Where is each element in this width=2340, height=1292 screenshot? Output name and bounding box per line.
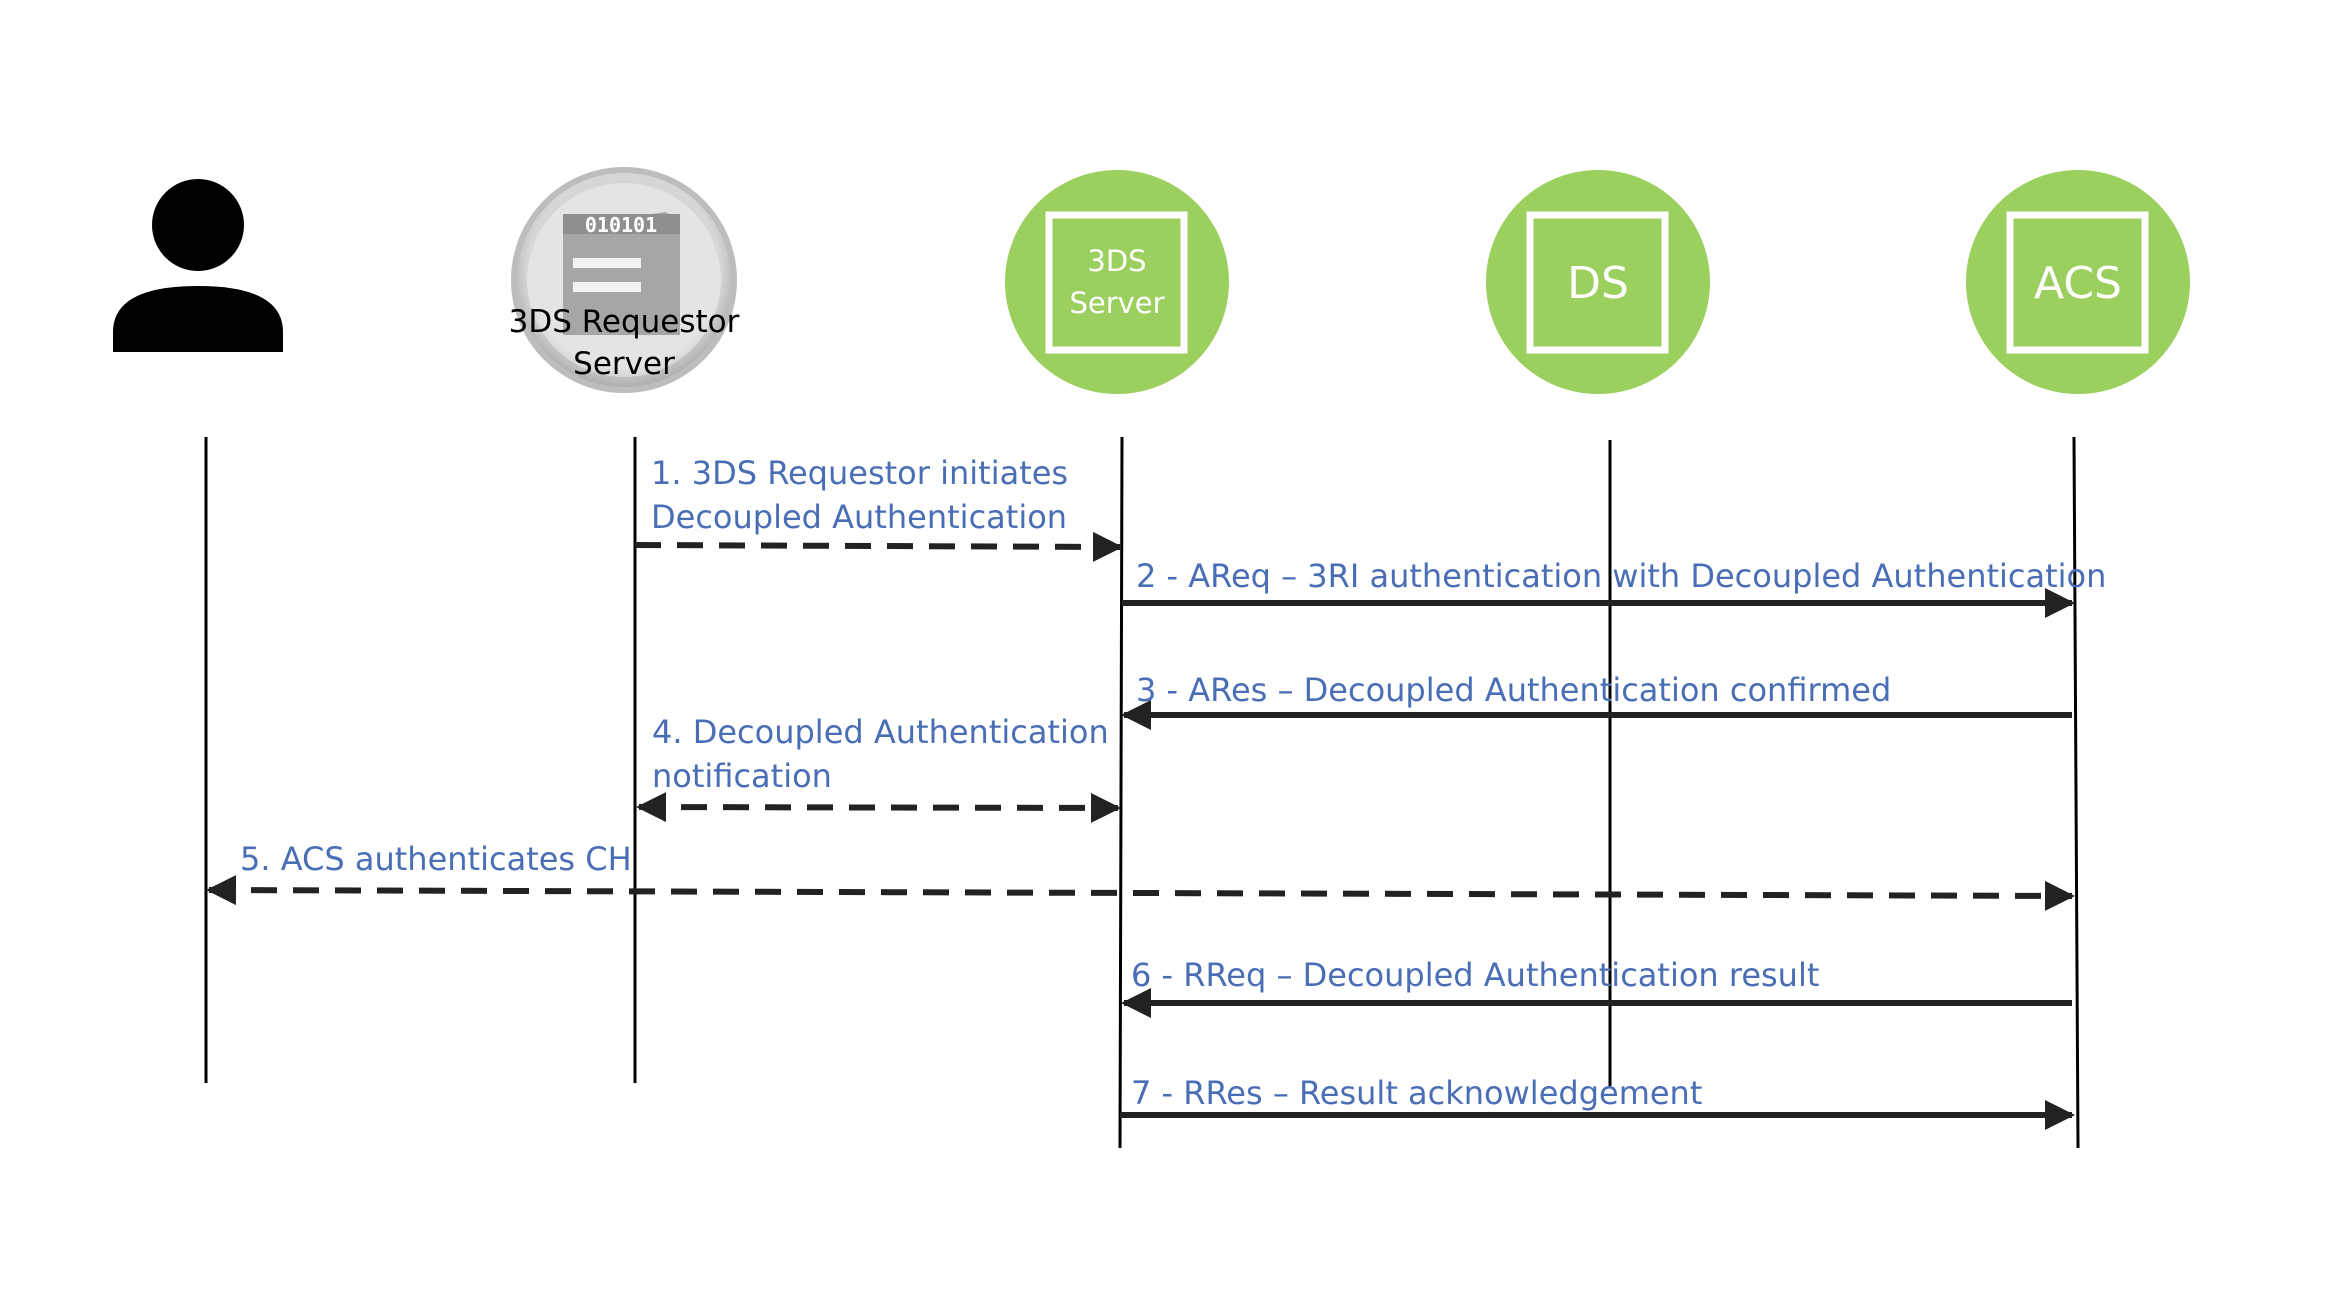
message-1-arrow <box>634 531 1123 562</box>
server-icon: 010101 <box>563 212 680 335</box>
message-2-label: 2 - AReq – 3RI authentication with Decou… <box>1136 557 2106 595</box>
acs-node: ACS <box>1966 170 2190 394</box>
lifeline-acs <box>2072 436 2080 1149</box>
three-ds-server-node: 3DS Server <box>1005 170 1229 394</box>
three-ds-server-line2: Server <box>1069 286 1164 320</box>
requestor-server-node: 010101 3DS Requestor Server <box>509 167 740 393</box>
message-4-label-line1: 4. Decoupled Authentication <box>652 713 1109 751</box>
message-4-label-line2: notification <box>652 757 832 795</box>
message-3-label: 3 - ARes – Decoupled Authentication conf… <box>1136 671 1891 709</box>
ds-node: DS <box>1486 170 1710 394</box>
three-ds-server-line1: 3DS <box>1087 244 1146 278</box>
message-4-arrow <box>636 792 1121 823</box>
server-chip-text: 010101 <box>585 213 657 237</box>
requestor-label-line1: 3DS Requestor <box>509 304 740 340</box>
person-icon <box>113 179 283 352</box>
message-5-arrow <box>206 875 2075 911</box>
lifeline-three-ds-server <box>1118 436 1124 1149</box>
message-5-label: 5. ACS authenticates CH <box>240 840 632 878</box>
message-6-label: 6 - RReq – Decoupled Authentication resu… <box>1131 956 1819 994</box>
ds-label: DS <box>1567 258 1629 309</box>
message-1-label-line2: Decoupled Authentication <box>651 498 1067 536</box>
message-1-label-line1: 1. 3DS Requestor initiates <box>651 454 1068 492</box>
requestor-label-line2: Server <box>573 346 675 382</box>
acs-label: ACS <box>2034 258 2122 309</box>
message-7-label: 7 - RRes – Result acknowledgement <box>1131 1074 1702 1112</box>
